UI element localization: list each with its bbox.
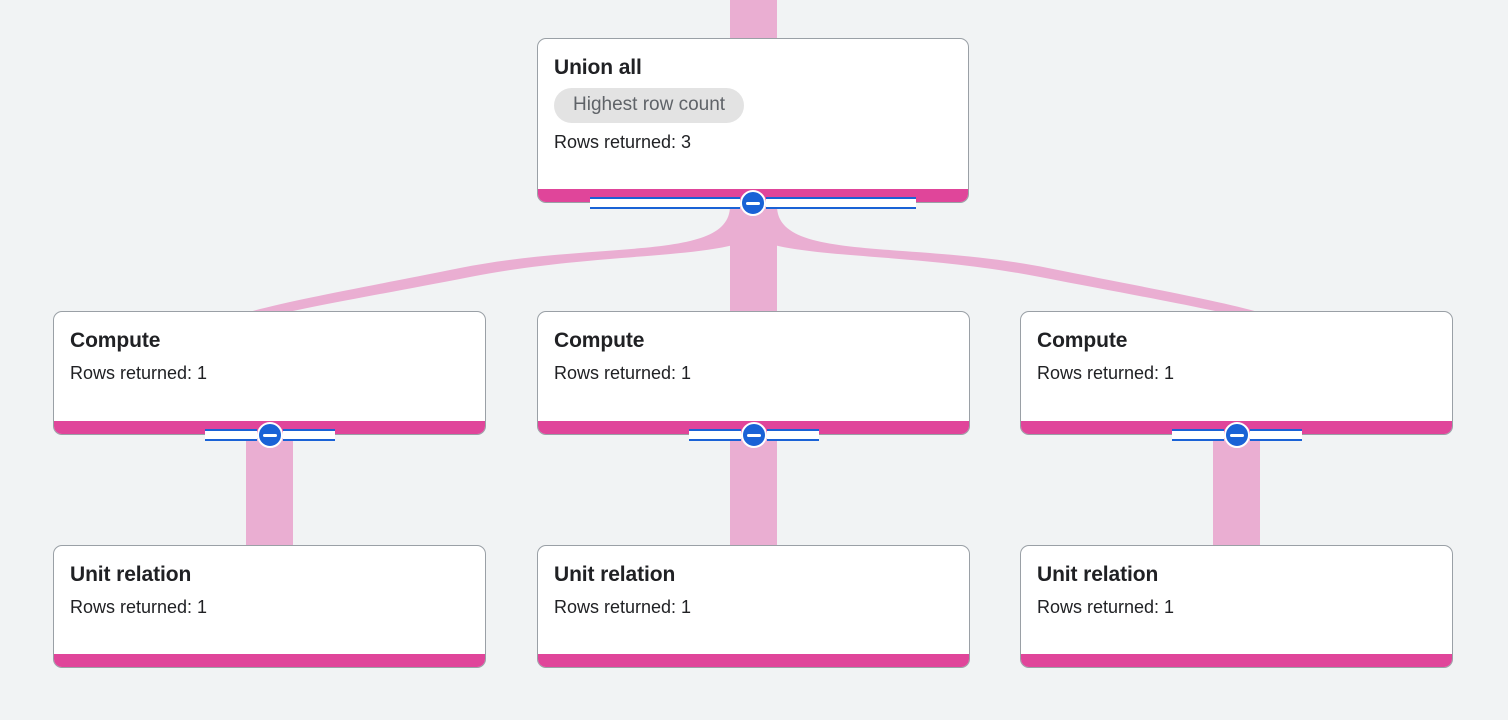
- plan-edge: [730, 206, 777, 311]
- plan-node-unit-relation-right[interactable]: Unit relation Rows returned: 1: [1020, 545, 1453, 668]
- plan-edge: [730, 0, 777, 40]
- plan-node-body: Union all Highest row count Rows returne…: [538, 39, 968, 189]
- collapse-handle-rail-right: [766, 197, 916, 209]
- plan-edge: [1213, 438, 1260, 545]
- plan-node-body: Compute Rows returned: 1: [54, 312, 485, 421]
- plan-node-rows-returned: Rows returned: 1: [70, 363, 208, 383]
- plan-node-title: Unit relation: [554, 563, 676, 586]
- plan-node-body: Unit relation Rows returned: 1: [538, 546, 969, 654]
- collapse-handle-rail-left: [204, 429, 257, 441]
- collapse-handle-rail-right: [1249, 429, 1302, 441]
- plan-node-rows-returned: Rows returned: 1: [554, 363, 692, 383]
- minus-circle-icon[interactable]: [740, 190, 766, 216]
- minus-circle-icon[interactable]: [740, 422, 767, 448]
- plan-node-title: Union all: [554, 56, 642, 79]
- plan-node-rows-returned: Rows returned: 1: [1037, 597, 1175, 617]
- collapse-handle-rail-left: [688, 429, 741, 441]
- plan-node-title: Compute: [70, 329, 161, 352]
- plan-node-body: Compute Rows returned: 1: [1021, 312, 1452, 421]
- plan-node-rows-returned: Rows returned: 1: [70, 597, 208, 617]
- collapse-handle-rail-left: [1171, 429, 1224, 441]
- plan-node-unit-relation-center[interactable]: Unit relation Rows returned: 1: [537, 545, 970, 668]
- plan-node-compute-center[interactable]: Compute Rows returned: 1: [537, 311, 970, 435]
- plan-edge: [730, 206, 1262, 322]
- collapse-handle-rail-left: [590, 197, 740, 209]
- collapse-node-button-compute-center[interactable]: [688, 422, 819, 448]
- plan-node-title: Unit relation: [70, 563, 192, 586]
- plan-node-rows-returned: Rows returned: 1: [554, 597, 692, 617]
- plan-node-title: Unit relation: [1037, 563, 1159, 586]
- plan-node-title: Compute: [554, 329, 645, 352]
- plan-node-badge: Highest row count: [554, 88, 745, 123]
- plan-node-body: Compute Rows returned: 1: [538, 312, 969, 421]
- plan-node-rows-returned: Rows returned: 1: [1037, 363, 1175, 383]
- plan-node-title: Compute: [1037, 329, 1128, 352]
- collapse-handle-rail-right: [766, 429, 819, 441]
- plan-edge: [245, 206, 777, 322]
- minus-circle-icon[interactable]: [256, 422, 283, 448]
- plan-node-unit-relation-left[interactable]: Unit relation Rows returned: 1: [53, 545, 486, 668]
- plan-node-accent-bar: [538, 654, 969, 667]
- plan-node-accent-bar: [1021, 654, 1452, 667]
- collapse-node-button-compute-right[interactable]: [1171, 422, 1302, 448]
- minus-circle-icon[interactable]: [1223, 422, 1250, 448]
- collapse-handle-rail-right: [282, 429, 335, 441]
- plan-edge: [246, 438, 293, 545]
- plan-node-body: Unit relation Rows returned: 1: [54, 546, 485, 654]
- plan-node-compute-right[interactable]: Compute Rows returned: 1: [1020, 311, 1453, 435]
- plan-node-rows-returned: Rows returned: 3: [554, 132, 692, 152]
- plan-node-union-all[interactable]: Union all Highest row count Rows returne…: [537, 38, 969, 203]
- plan-node-accent-bar: [54, 654, 485, 667]
- collapse-node-button-union-all[interactable]: [590, 190, 916, 216]
- collapse-node-button-compute-left[interactable]: [204, 422, 335, 448]
- plan-node-body: Unit relation Rows returned: 1: [1021, 546, 1452, 654]
- plan-edge: [730, 438, 777, 545]
- plan-node-compute-left[interactable]: Compute Rows returned: 1: [53, 311, 486, 435]
